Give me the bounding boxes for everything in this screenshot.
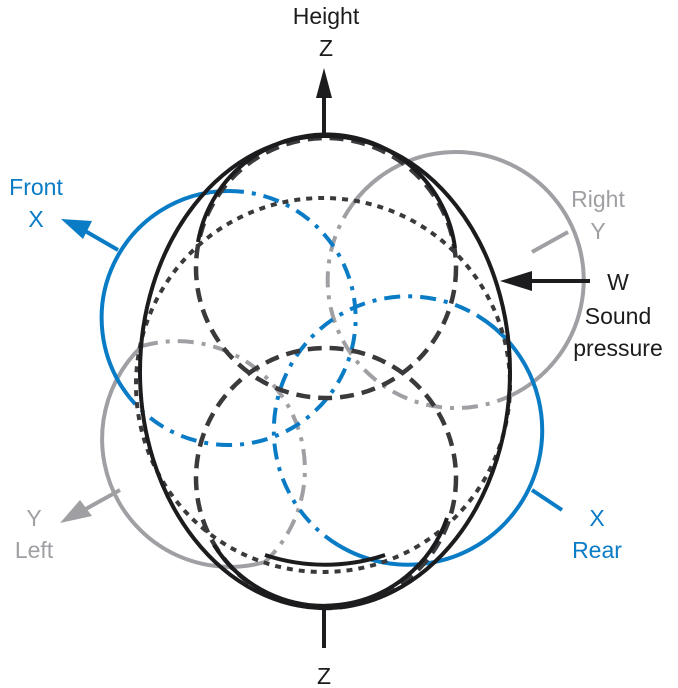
label-front: Front <box>9 174 63 200</box>
z-up-arrowhead <box>316 68 332 98</box>
label-x-front: X <box>28 206 43 232</box>
label-x-rear: X <box>589 505 604 531</box>
z-top-solid-arc <box>196 132 457 249</box>
w-bottom-solid-arc <box>264 553 386 567</box>
label-height: Height <box>293 3 360 29</box>
label-y-left: Y <box>26 505 41 531</box>
label-z-top: Z <box>319 35 333 61</box>
x-rear-lobe <box>271 294 545 567</box>
z-top-lobe <box>193 135 459 401</box>
w-pointer-arrowhead <box>500 271 532 291</box>
label-left: Left <box>15 537 54 563</box>
label-pressure: pressure <box>573 335 662 361</box>
label-w: W <box>607 269 629 295</box>
x-front-arrowhead <box>61 219 92 239</box>
label-rear: Rear <box>572 537 622 563</box>
y-right-tick <box>531 230 569 254</box>
y-left-arrowhead <box>60 500 92 523</box>
y-left-arrow <box>83 488 121 512</box>
x-rear-tick <box>530 488 564 512</box>
z-bottom-solid-arc <box>212 517 449 608</box>
label-z-bottom: Z <box>317 663 331 688</box>
x-front-lobe <box>99 188 358 447</box>
label-y-right: Y <box>590 218 605 244</box>
y-left-lobe <box>100 339 307 569</box>
label-right: Right <box>571 186 625 212</box>
label-sound: Sound <box>585 303 652 329</box>
